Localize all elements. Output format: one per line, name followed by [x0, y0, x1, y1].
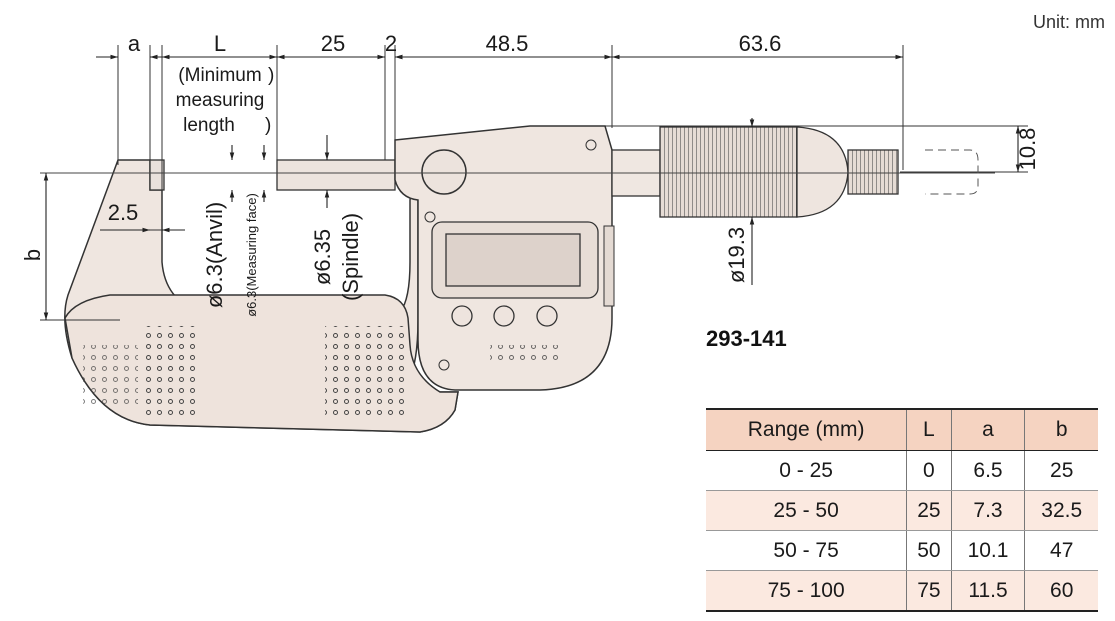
- col-header-b: b: [1024, 408, 1098, 451]
- cell-b: 47: [1024, 530, 1098, 571]
- micrometer-frame: [64, 149, 459, 433]
- button-3: [536, 305, 558, 327]
- dim-2-5: 2.5: [108, 200, 139, 225]
- min-length-line3: length: [183, 115, 235, 136]
- cell-range: 25 - 50: [706, 490, 908, 531]
- grip-dots-right: [325, 326, 405, 416]
- col-header-range: Range (mm): [706, 408, 908, 451]
- cell-b: 25: [1024, 450, 1098, 491]
- model-number: 293-141: [706, 326, 787, 351]
- dim-b: b: [20, 249, 45, 261]
- grip-dots-left: [140, 326, 198, 416]
- table-row: 75 - 100 75 11.5 60: [706, 570, 1098, 612]
- cell-b: 60: [1024, 570, 1098, 612]
- dim-face-dia: ø6.3(Measuring face): [244, 193, 259, 317]
- cell-a: 10.1: [951, 530, 1026, 571]
- cell-L: 75: [906, 570, 952, 612]
- cell-L: 50: [906, 530, 952, 571]
- dim-thimble-dia: ø19.3: [724, 227, 749, 283]
- cell-range: 50 - 75: [706, 530, 908, 571]
- dim-anvil-dia: ø6.3(Anvil): [202, 202, 227, 308]
- clamp-lever: [421, 149, 467, 195]
- svg-text:): ): [268, 65, 274, 86]
- dim-L: L: [214, 31, 226, 56]
- button-2: [493, 305, 515, 327]
- svg-text:): ): [265, 115, 271, 136]
- cell-L: 25: [906, 490, 952, 531]
- dim-10-8: 10.8: [1015, 128, 1040, 171]
- cell-range: 75 - 100: [706, 570, 908, 612]
- table-row: 25 - 50 25 7.3 32.5: [706, 490, 1098, 531]
- table-row: 50 - 75 50 10.1 47: [706, 530, 1098, 571]
- cell-a: 7.3: [951, 490, 1026, 531]
- button-1: [451, 305, 473, 327]
- dim-48-5: 48.5: [486, 31, 529, 56]
- spindle: [276, 159, 396, 191]
- min-length-line2: measuring: [176, 90, 265, 111]
- ratchet: [847, 149, 899, 195]
- cell-b: 32.5: [1024, 490, 1098, 531]
- display-housing: [394, 125, 615, 391]
- col-header-L: L: [906, 408, 952, 451]
- dimension-lines: [43, 54, 1021, 320]
- lcd-screen: [445, 233, 581, 287]
- cell-a: 6.5: [951, 450, 1026, 491]
- cell-range: 0 - 25: [706, 450, 908, 491]
- col-header-a: a: [951, 408, 1026, 451]
- dim-25: 25: [321, 31, 345, 56]
- dim-63-6: 63.6: [739, 31, 782, 56]
- dim-spindle-label: (Spindle): [338, 213, 363, 301]
- table-header-row: Range (mm) L a b: [706, 408, 1098, 451]
- thimble-end: [796, 126, 849, 218]
- min-length-line1: (Minimum: [178, 65, 261, 86]
- anvil: [149, 159, 165, 191]
- cell-L: 0: [906, 450, 952, 491]
- dim-spindle-dia: ø6.35: [310, 229, 335, 285]
- extension-lines: [40, 45, 1028, 321]
- dim-2: 2: [385, 31, 397, 56]
- cell-a: 11.5: [951, 570, 1026, 612]
- spec-table: Range (mm) L a b 0 - 25 0 6.5 25 25 - 50…: [706, 408, 1098, 612]
- dim-a: a: [128, 31, 141, 56]
- table-row: 0 - 25 0 6.5 25: [706, 450, 1098, 491]
- unit-label: Unit: mm: [1033, 12, 1105, 32]
- thimble-knurl: [659, 126, 798, 218]
